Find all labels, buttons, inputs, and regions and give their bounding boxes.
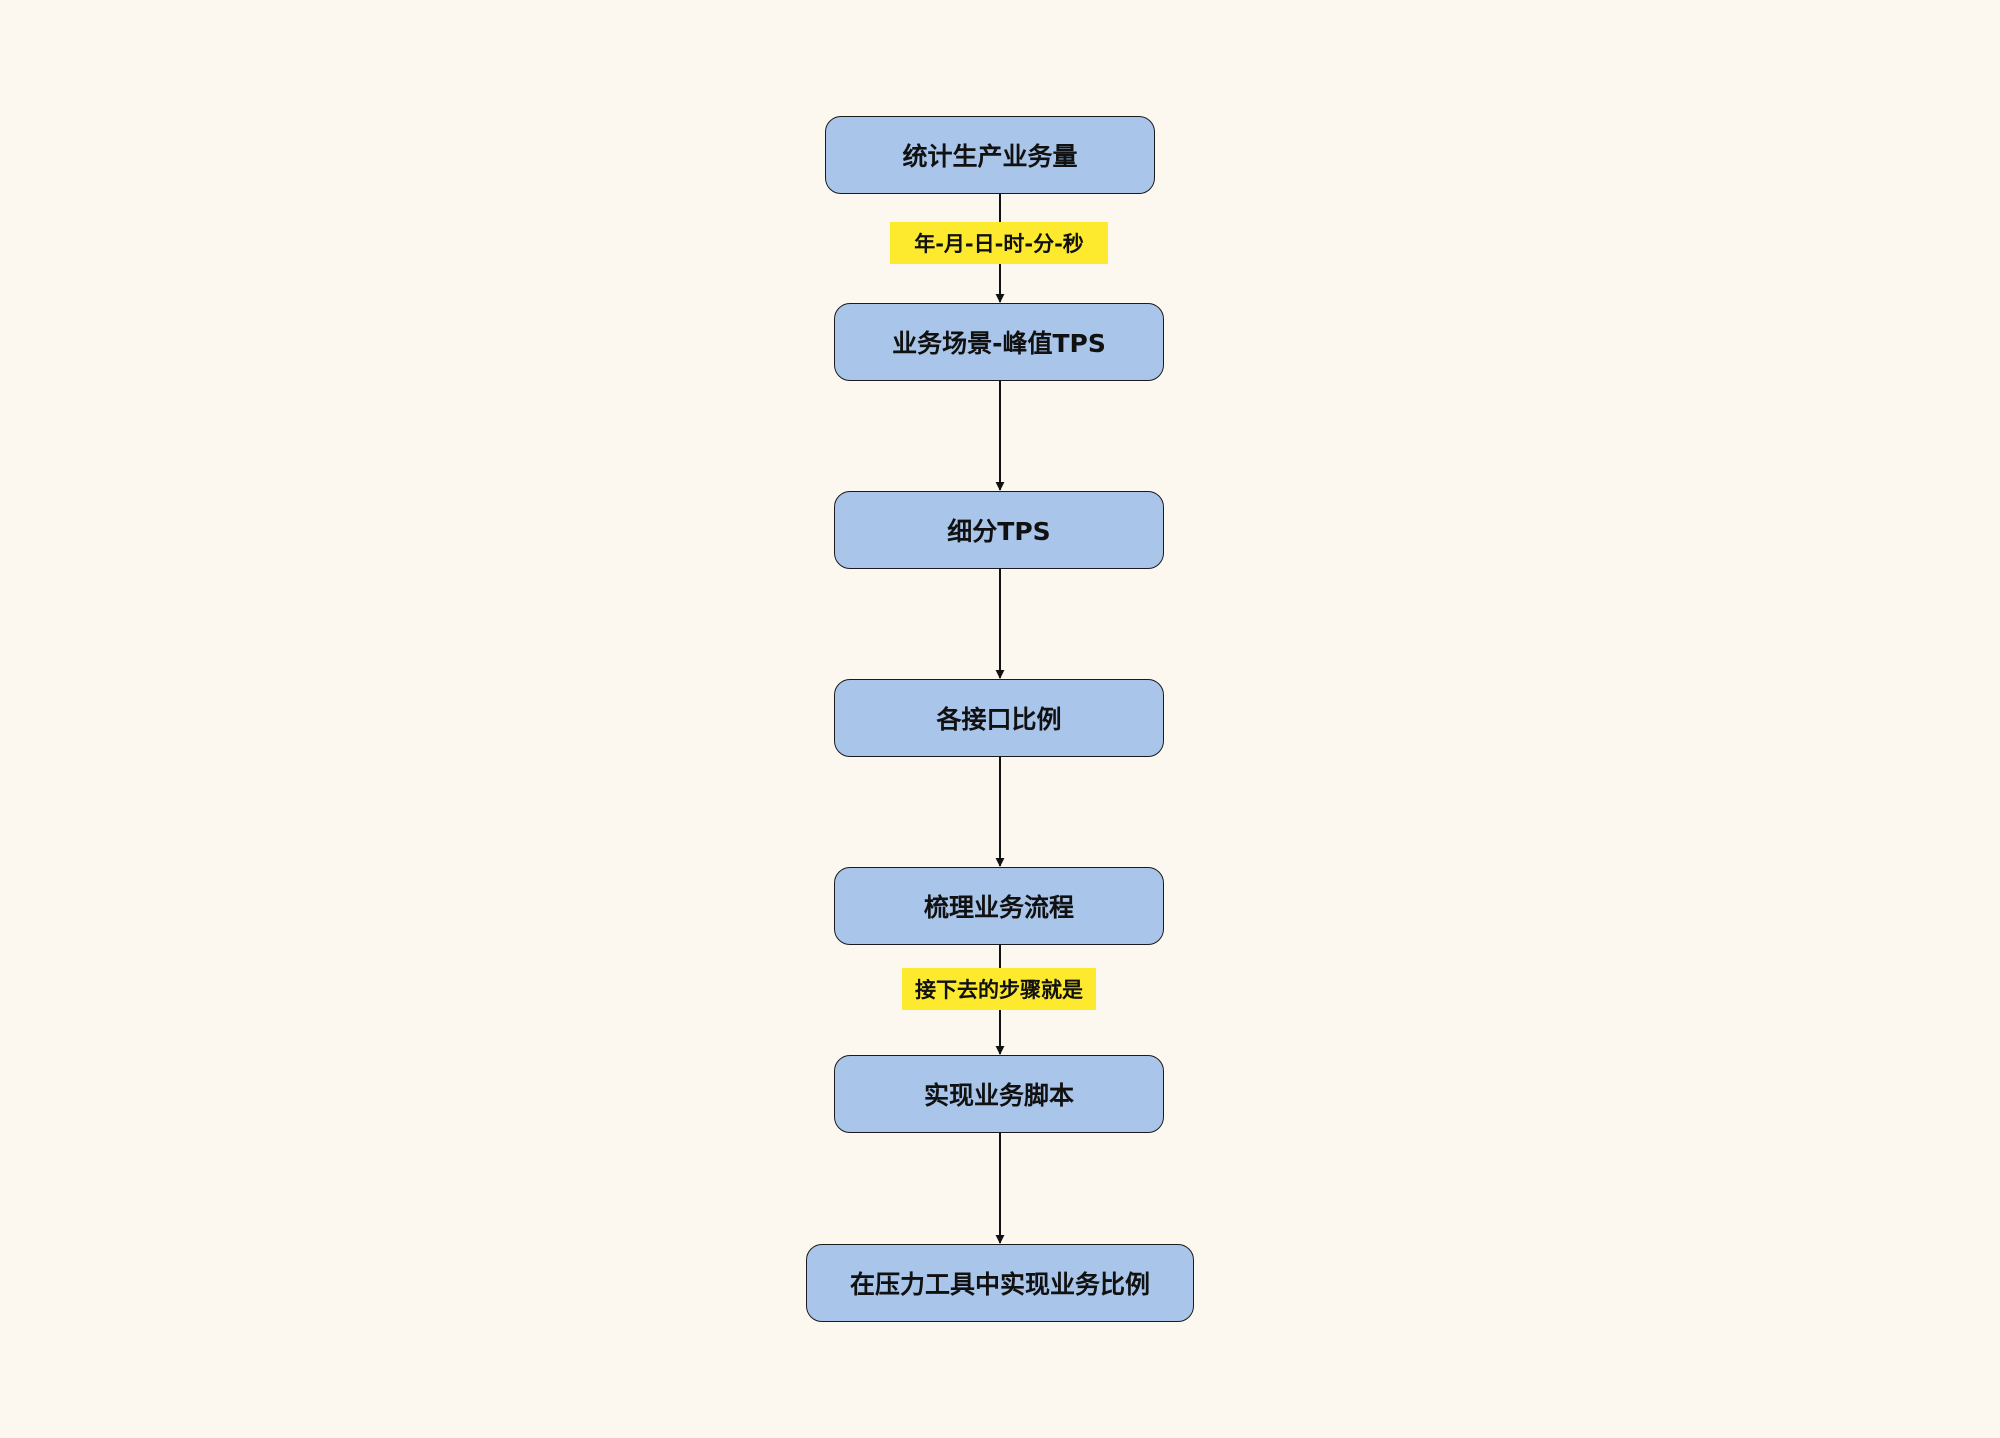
node-implement-business-script: 实现业务脚本: [834, 1055, 1164, 1133]
node-breakdown-tps: 细分TPS: [834, 491, 1164, 569]
edge-label-time-granularity: 年-月-日-时-分-秒: [890, 222, 1108, 264]
node-sort-business-flow: 梳理业务流程: [834, 867, 1164, 945]
node-interface-ratio: 各接口比例: [834, 679, 1164, 757]
node-scenario-peak-tps: 业务场景-峰值TPS: [834, 303, 1164, 381]
node-implement-ratio-in-load-tool: 在压力工具中实现业务比例: [806, 1244, 1194, 1322]
edge-label-next-steps: 接下去的步骤就是: [902, 968, 1096, 1010]
node-count-production-volume: 统计生产业务量: [825, 116, 1155, 194]
